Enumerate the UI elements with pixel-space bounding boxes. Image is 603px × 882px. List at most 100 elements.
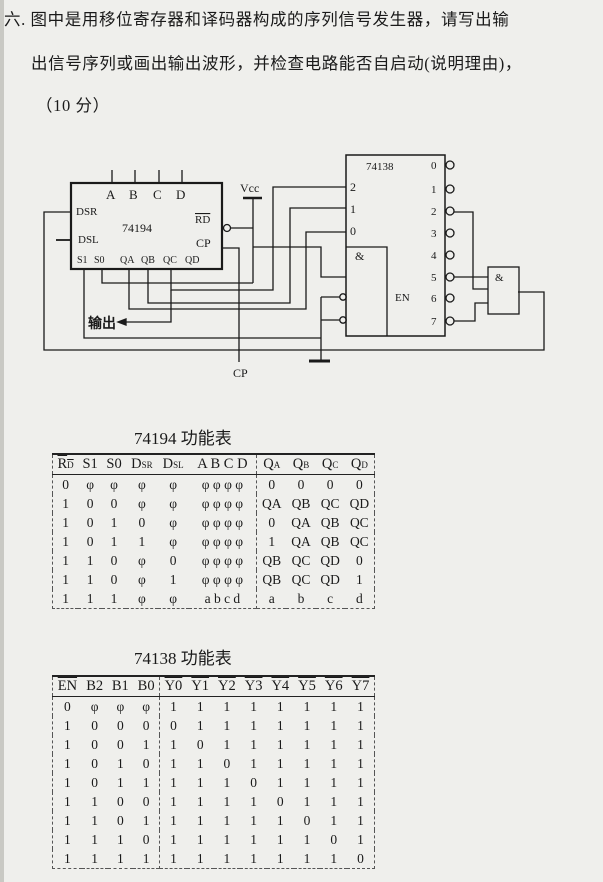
table-cell: φ (86, 476, 94, 492)
table-cell: QB (291, 495, 311, 511)
table-cell: 0 (142, 755, 150, 771)
table-cell: 1 (64, 812, 71, 828)
table-cell: 1 (116, 774, 124, 790)
column-header: S1 (78, 454, 103, 475)
table-cell: 1 (138, 533, 146, 549)
decoder-output-bubble (445, 293, 455, 303)
table-cell: 1 (142, 736, 150, 752)
table-cell: 1 (64, 755, 71, 771)
table-cell: 1 (64, 850, 71, 866)
table-cell: φ (142, 698, 151, 714)
table-cell: 1 (116, 831, 124, 847)
table-74194-title: 74194 功能表 (134, 429, 232, 448)
decoder-output-label: 1 (431, 184, 437, 196)
column-header: Y0 (159, 676, 187, 697)
table-cell: 1 (223, 850, 231, 866)
column-header-main: R (57, 456, 68, 472)
pin-b: B (129, 187, 138, 202)
decoder-output-label: 5 (431, 272, 437, 284)
column-header-main: S1 (82, 456, 98, 472)
cp-input-label: CP (233, 366, 248, 380)
table-cell: 1 (196, 755, 204, 771)
question-line-1: 六. 图中是用移位寄存器和译码器构成的序列信号发生器，请写出输 (4, 10, 510, 29)
table-cell: φ (90, 698, 99, 714)
table-cell: 1 (303, 717, 311, 733)
table-cell: 1 (276, 774, 284, 790)
table-cell: 1 (64, 717, 71, 733)
pin-c: C (153, 187, 162, 202)
table-cell: 1 (62, 533, 69, 549)
table-cell: 0 (357, 850, 364, 866)
table-cell: 1 (276, 831, 284, 847)
table-cell: QD (320, 552, 340, 568)
table-cell: 1 (357, 755, 364, 771)
table-cell: 1 (330, 736, 338, 752)
table-cell: φ (137, 571, 146, 587)
table-cell: 1 (91, 793, 99, 809)
table-cell: φ (110, 476, 118, 492)
table-cell: 1 (196, 793, 204, 809)
table-cell: QA (256, 494, 287, 513)
table-cell: 1 (303, 831, 311, 847)
table-cell: 1 (250, 736, 257, 752)
table-cell: 1 (62, 590, 69, 606)
chip-74194-label: 74194 (122, 221, 152, 235)
table-cell: 1 (91, 812, 99, 828)
table-cell: QB (256, 551, 287, 570)
table-cell: QD (349, 495, 370, 511)
column-header: Y1 (186, 676, 214, 697)
table-cell: 1 (159, 696, 187, 716)
table-cell: 1 (303, 850, 311, 866)
table-cell: 1 (142, 774, 150, 790)
column-header-main: B0 (137, 678, 155, 694)
column-header: RD (52, 454, 79, 475)
column-header-main: Q (321, 456, 333, 472)
table-cell: 1 (62, 552, 69, 568)
and-gate-label: & (495, 272, 504, 284)
table-cell: 0 (256, 513, 287, 532)
pin-rd: RD (195, 214, 210, 226)
table-cell: b (297, 590, 305, 606)
table-cell: 1 (159, 754, 187, 773)
table-cell: φ φ φ φ (201, 533, 244, 549)
column-header: B1 (107, 676, 134, 697)
table-cell: 0 (303, 812, 311, 828)
pin-qa: QA (120, 255, 135, 266)
column-header: Y4 (266, 676, 294, 697)
rd-inversion-bubble (222, 223, 232, 233)
table-cell: 1 (330, 774, 338, 790)
column-header: S0 (102, 454, 127, 475)
table-cell: QC (349, 533, 369, 549)
column-header-main: Y0 (164, 678, 183, 694)
chip-74138-label: 74138 (366, 161, 394, 173)
table-cell: φ (169, 476, 178, 492)
column-header-main: D (162, 456, 174, 472)
table-cell: φ (137, 495, 146, 511)
table-cell: 0 (116, 736, 124, 752)
table-cell: 1 (223, 717, 231, 733)
table-cell: 1 (357, 698, 364, 714)
table-cell: 0 (91, 717, 99, 733)
table-cell: φ (169, 590, 178, 606)
table-cell: 0 (355, 552, 363, 568)
table-cell: 0 (110, 495, 118, 511)
table-cell: 0 (86, 495, 94, 511)
table-cell: 1 (276, 698, 284, 714)
table-cell: QC (291, 552, 311, 568)
column-header-main: Y3 (244, 678, 263, 694)
decoder-output-bubble (445, 184, 455, 194)
table-cell: QA (291, 514, 311, 530)
table-cell: 0 (142, 793, 150, 809)
table-cell: 1 (64, 793, 71, 809)
column-header: Y5 (293, 676, 321, 697)
column-header: DSL (157, 454, 189, 475)
